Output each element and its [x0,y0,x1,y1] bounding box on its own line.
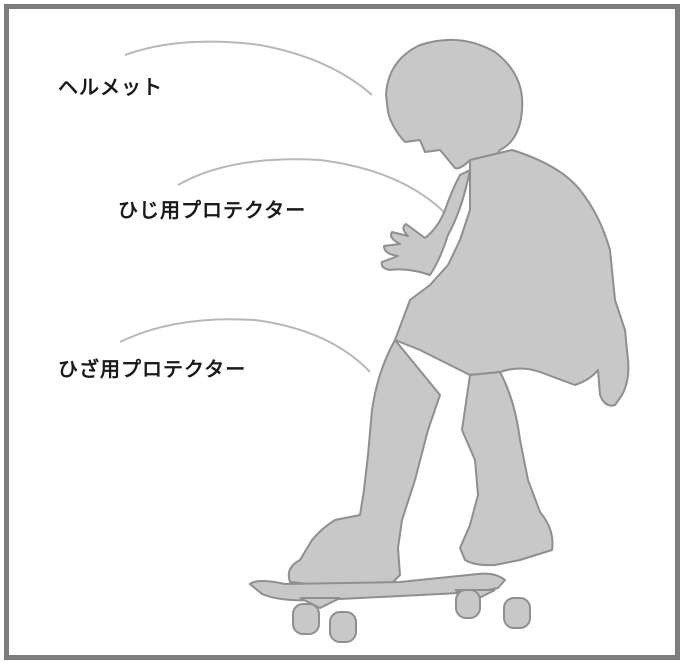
skateboard-deck [248,572,507,602]
wheel-back-left [292,603,320,635]
elbow-protector-label: ひじ用プロテクター [118,198,307,222]
knee-protector-label: ひざ用プロテクター [58,357,247,381]
back-leg-shape [287,339,441,589]
wheel-front-right [503,597,531,629]
helmet-pointer-line [124,40,373,96]
wheel-front-left [455,589,481,619]
elbow-pointer-line [177,158,445,213]
torso-shape [394,149,630,407]
skateboarder-silhouette [287,38,630,589]
knee-pointer-line [119,318,371,373]
skateboard [248,572,531,643]
truck-back [299,597,341,610]
wheel-back-right [329,611,357,643]
helmet-label: ヘルメット [58,75,163,99]
front-leg-shape [459,371,554,567]
helmet-head-shape [385,38,524,170]
arm-hand-shape [380,169,471,276]
